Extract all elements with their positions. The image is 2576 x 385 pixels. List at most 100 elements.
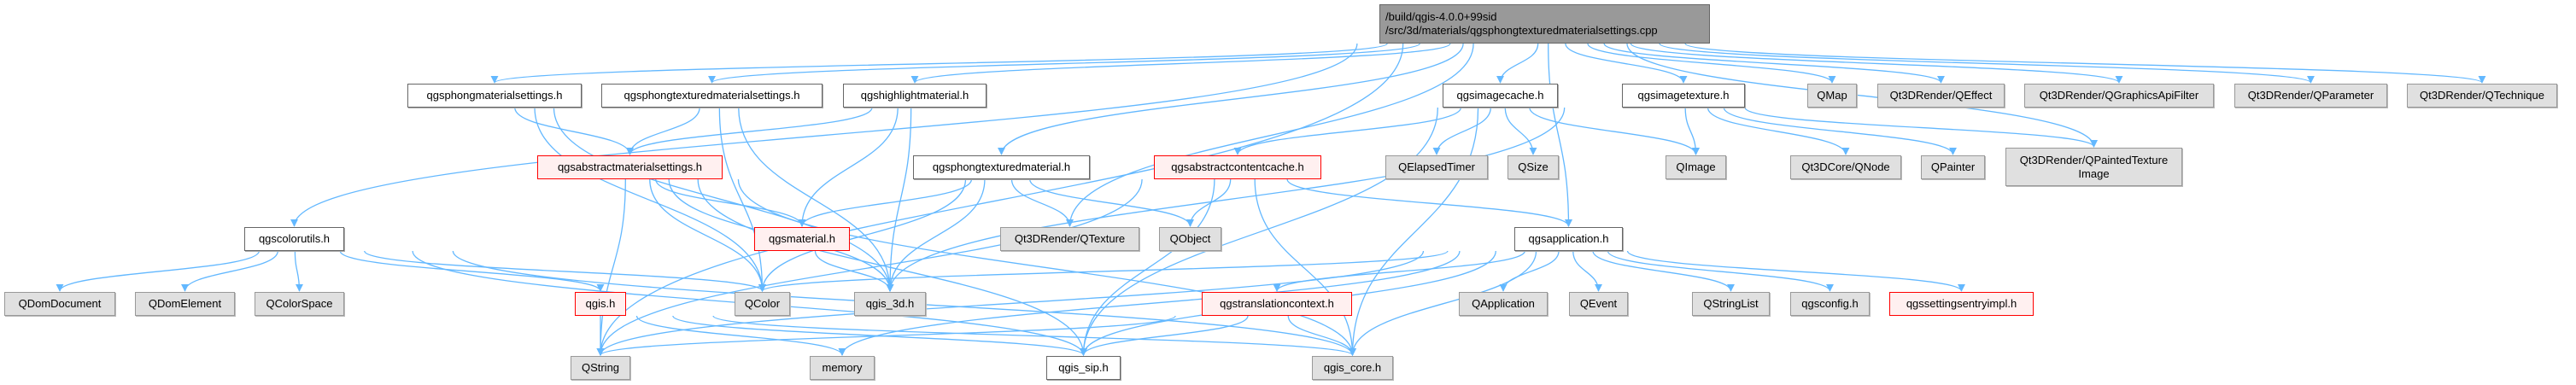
- graph-node-imagecache[interactable]: qgsimagecache.h: [1443, 84, 1558, 108]
- edge-colorutils-to-qcolor: [364, 250, 766, 292]
- edge-absmat-to-qgissip: [697, 178, 1088, 356]
- edge-imagecache-to-qsize: [1504, 107, 1537, 155]
- edge-highlight-to-qgis3d: [886, 107, 912, 292]
- edge-phongmat-to-absmat: [514, 107, 635, 155]
- graph-node-qpainted[interactable]: Qt3DRender/QPaintedTexture Image: [2005, 148, 2182, 186]
- graph-node-qdomdoc[interactable]: QDomDocument: [4, 292, 115, 316]
- edge-root-to-qpainted: [1626, 43, 2098, 148]
- edge-imagecache-to-qimage: [1529, 107, 1700, 155]
- graph-node-qmap[interactable]: QMap: [1807, 84, 1857, 108]
- edge-imagecache-to-abscache: [1233, 107, 1462, 155]
- graph-node-qcolor[interactable]: QColor: [735, 292, 790, 316]
- edge-imagetexture-to-qgis3d: [886, 107, 1566, 292]
- edge-application-to-translation: [1273, 250, 1525, 292]
- edge-root-to-qgfx: [1630, 43, 2123, 84]
- edge-absmat-to-material: [655, 178, 806, 227]
- edge-application-to-qcolor: [758, 250, 1449, 292]
- graph-node-settingsentry[interactable]: qgssettingsentryimpl.h: [1889, 292, 2034, 316]
- graph-node-qstringlist[interactable]: QStringList: [1692, 292, 1770, 316]
- graph-node-absmat[interactable]: qgsabstractmaterialsettings.h: [537, 155, 723, 179]
- graph-node-qgsconfig[interactable]: qgsconfig.h: [1790, 292, 1870, 316]
- edge-application-to-qevent: [1572, 250, 1603, 292]
- edge-highlight-to-material: [798, 107, 899, 227]
- edge-root-to-qtexture: [1065, 43, 1474, 227]
- graph-node-qimage[interactable]: QImage: [1666, 155, 1726, 179]
- edge-application-to-qstring: [596, 250, 1425, 356]
- graph-node-root[interactable]: /build/qgis-4.0.0+99sid /src/3d/material…: [1379, 4, 1710, 44]
- edge-phongtexmat-to-qobject: [1029, 178, 1194, 227]
- edge-absmat-to-qcolor: [649, 178, 767, 292]
- graph-node-material[interactable]: qgsmaterial.h: [754, 227, 850, 251]
- graph-node-qtech[interactable]: Qt3DRender/QTechnique: [2407, 84, 2557, 108]
- graph-node-qobject[interactable]: QObject: [1159, 227, 1221, 251]
- graph-node-qgis[interactable]: qgis.h: [575, 292, 626, 316]
- edge-root-to-phongmat: [490, 43, 1388, 84]
- edge-application-to-qgiscore: [1348, 250, 1537, 356]
- edge-phongmat-to-qgis3d: [553, 107, 894, 292]
- edge-imagetexture-to-qpainter: [1723, 107, 1957, 155]
- edge-translation-to-qstring: [596, 315, 1176, 356]
- edge-root-to-qmap: [1587, 43, 1836, 84]
- graph-node-qcolorspace[interactable]: QColorSpace: [255, 292, 344, 316]
- graph-node-application[interactable]: qgsapplication.h: [1514, 227, 1623, 251]
- graph-node-abscache[interactable]: qgsabstractcontentcache.h: [1154, 155, 1321, 179]
- graph-node-phongtexmat[interactable]: qgsphongtexturedmaterial.h: [913, 155, 1090, 179]
- graph-node-memory[interactable]: memory: [810, 356, 875, 380]
- edge-imagecache-to-qelapsed: [1432, 107, 1491, 155]
- edge-application-to-settingsentry: [1626, 250, 1965, 292]
- edge-colorutils-to-qdomel: [180, 250, 278, 292]
- graph-node-qevent[interactable]: QEvent: [1569, 292, 1628, 316]
- edge-phongtexmat-to-qgis3d: [886, 178, 986, 292]
- graph-node-highlight[interactable]: qgshighlightmaterial.h: [843, 84, 986, 108]
- edge-phongmat-to-qcolor: [534, 107, 767, 292]
- edge-imagetexture-to-qnode: [1707, 107, 1850, 155]
- edge-root-to-qparam: [1659, 43, 2315, 84]
- edge-application-to-qstringlist: [1592, 250, 1735, 292]
- edge-phongtexmat-to-material: [798, 178, 973, 227]
- graph-node-qpainter[interactable]: QPainter: [1921, 155, 1985, 179]
- graph-node-qtexture[interactable]: Qt3DRender/QTexture: [1000, 227, 1139, 251]
- graph-node-colorutils[interactable]: qgscolorutils.h: [244, 227, 344, 251]
- edge-imagecache-to-qgiscore: [1348, 107, 1479, 356]
- graph-node-translation[interactable]: qgstranslationcontext.h: [1202, 292, 1352, 316]
- edge-abscache-to-application: [1286, 178, 1572, 227]
- edge-absmat-to-qgiscore: [737, 178, 1356, 356]
- graph-node-qgiscore[interactable]: qgis_core.h: [1312, 356, 1393, 380]
- edge-root-to-qeffect: [1603, 43, 1945, 84]
- graph-node-phongtexset[interactable]: qgsphongtexturedmaterialsettings.h: [601, 84, 823, 108]
- graph-node-qnode[interactable]: Qt3DCore/QNode: [1790, 155, 1901, 179]
- edge-root-to-application: [1548, 43, 1573, 227]
- edge-application-to-qgsconfig: [1607, 250, 1834, 292]
- edge-root-to-phongtexmat: [998, 43, 1464, 155]
- graph-node-qapplication[interactable]: QApplication: [1459, 292, 1548, 316]
- graph-node-qdomel[interactable]: QDomElement: [135, 292, 235, 316]
- edge-root-to-imagecache: [1496, 43, 1539, 84]
- edge-qgis-to-memory: [635, 315, 846, 356]
- edge-root-to-colorutils: [290, 43, 1358, 227]
- edge-imagetexture-to-qpainted: [1744, 107, 2098, 148]
- edge-phongtexset-to-qcolor: [718, 107, 767, 292]
- graph-node-qparam[interactable]: Qt3DRender/QParameter: [2234, 84, 2387, 108]
- graph-node-qstring[interactable]: QString: [571, 356, 630, 380]
- edge-abscache-to-qgissip: [1079, 178, 1215, 356]
- graph-node-phongmat[interactable]: qgsphongmaterialsettings.h: [407, 84, 582, 108]
- edge-phongtexmat-to-qcolor: [758, 178, 967, 292]
- graph-node-qgis3d[interactable]: qgis_3d.h: [854, 292, 926, 316]
- edge-highlight-to-absmat: [626, 107, 873, 155]
- graph-node-qsize[interactable]: QSize: [1508, 155, 1559, 179]
- graph-node-qgissip[interactable]: qgis_sip.h: [1046, 356, 1121, 380]
- edge-imagetexture-to-qimage: [1684, 107, 1701, 155]
- edge-root-to-imagetexture: [1565, 43, 1688, 84]
- edge-translation-to-qgissip: [1080, 315, 1249, 356]
- edge-phongtexset-to-qgis3d: [738, 107, 894, 292]
- edge-absmat-to-qstring: [596, 178, 626, 356]
- graph-node-qgfx[interactable]: Qt3DRender/QGraphicsApiFilter: [2024, 84, 2214, 108]
- graph-node-imagetexture[interactable]: qgsimagetexture.h: [1622, 84, 1745, 108]
- graph-node-qelapsed[interactable]: QElapsedTimer: [1385, 155, 1488, 179]
- graph-node-qeffect[interactable]: Qt3DRender/QEffect: [1877, 84, 2005, 108]
- edge-qgis-to-qgiscore: [712, 315, 1356, 356]
- edge-abscache-to-qgiscore: [1254, 178, 1357, 356]
- edge-application-to-qapplication: [1499, 250, 1560, 292]
